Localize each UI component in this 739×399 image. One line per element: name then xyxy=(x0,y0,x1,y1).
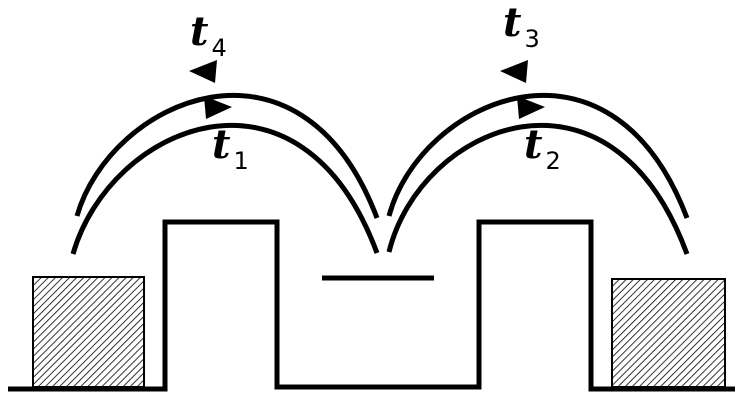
arc-t4 xyxy=(74,93,380,219)
arc-t1 xyxy=(70,122,380,255)
arrowhead-t4-left xyxy=(189,60,217,83)
double-well-profile xyxy=(8,219,735,392)
arc-t2 xyxy=(386,122,690,255)
arc-t3 xyxy=(386,93,690,219)
arrowhead-t1-right xyxy=(204,96,232,119)
left-hatched-block xyxy=(32,276,145,388)
arrowhead-t3-left xyxy=(500,60,528,83)
right-hatched-block xyxy=(611,278,726,388)
arrowhead-t2-right xyxy=(517,96,545,119)
